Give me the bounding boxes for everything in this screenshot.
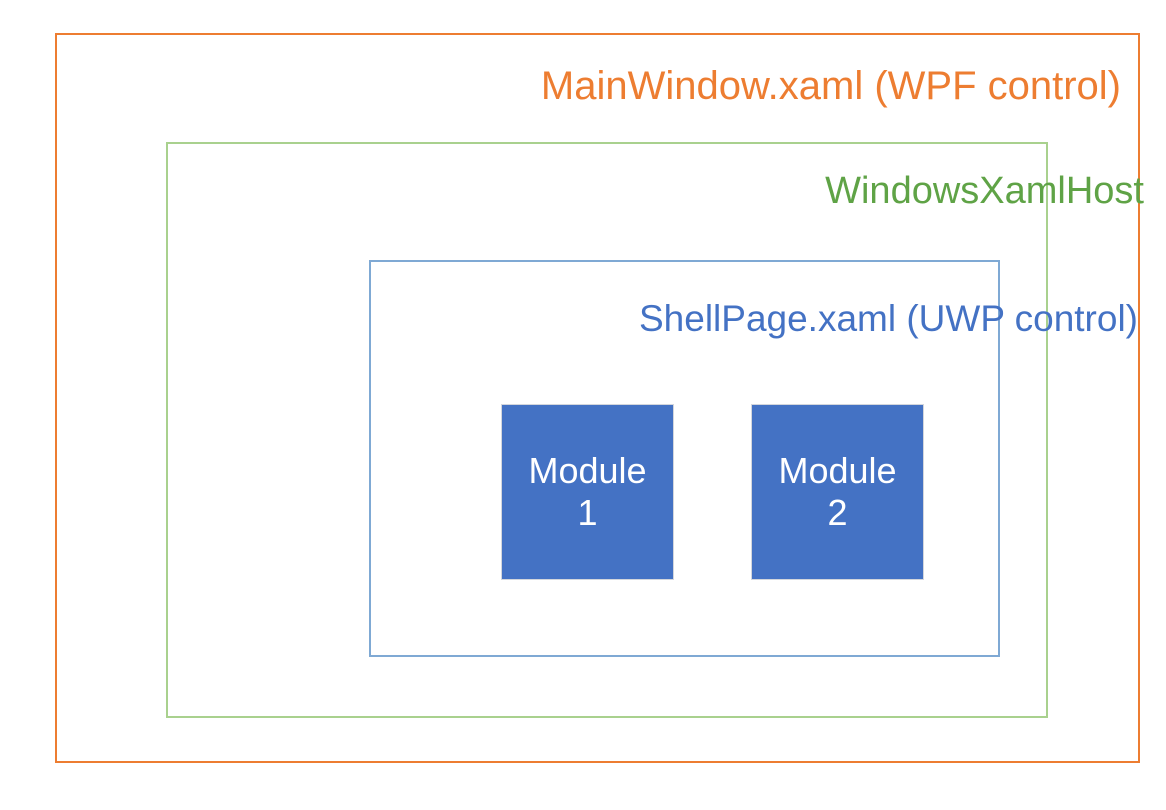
module-1-label-line-2: 1 [577,492,598,533]
windows-xaml-host-container [166,142,1048,718]
module-1-label-line-1: Module [528,450,647,492]
module-2-box: Module 2 [751,404,924,580]
module-2-label-line-2: 2 [827,492,848,533]
windows-xaml-host-label: WindowsXamlHost [825,170,1144,212]
wpf-control-label: MainWindow.xaml (WPF control) [540,64,1121,108]
module-1-box: Module 1 [501,404,674,580]
wpf-control-container [55,33,1140,763]
uwp-control-container [369,260,1000,657]
uwp-control-label: ShellPage.xaml (UWP control) [639,298,1138,339]
module-2-label-line-1: Module [778,450,897,492]
